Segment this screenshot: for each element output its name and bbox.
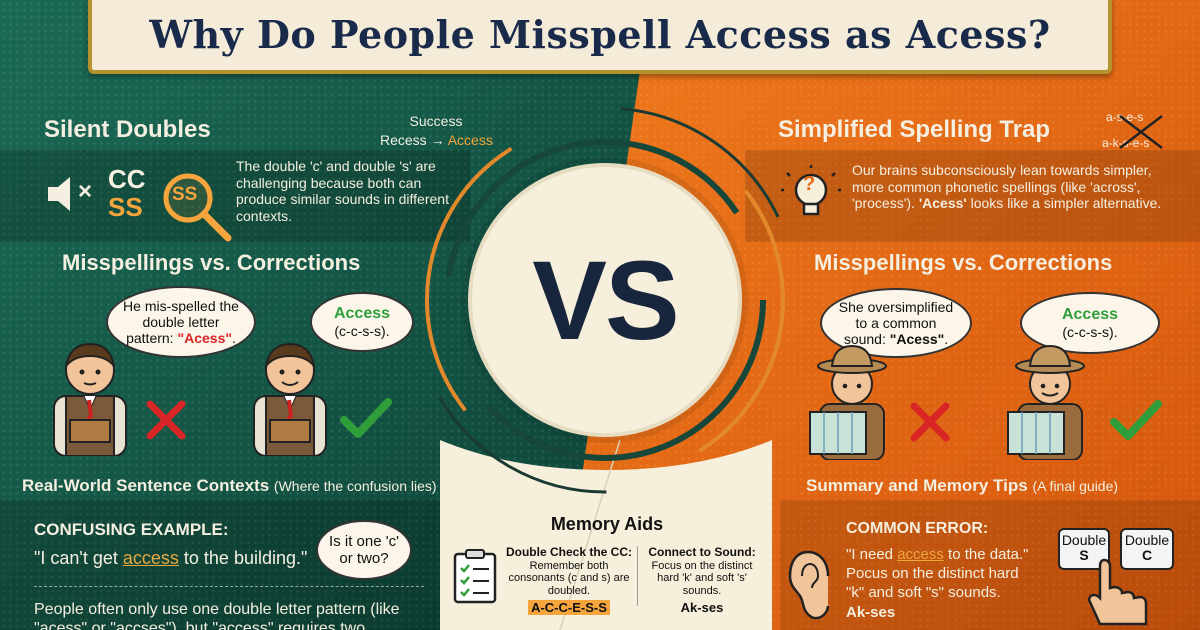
word-chain: Recess → Access [380,132,493,148]
summary-title-line: Summary and Memory Tips (A final guide) [806,476,1118,496]
example-highlight: access [122,548,179,568]
question-bubble: Is it one 'c' or two? [316,520,412,580]
summary-subtitle: (A final guide) [1032,478,1119,494]
ss-label: SS [108,192,143,222]
right-section-title: Misspellings vs. Corrections [814,250,1113,275]
trap-desc-part: looks like a simpler alternative. [966,195,1162,212]
vs-circle: VS [468,163,742,437]
spelling-trap-description: Our brains subconsciously lean towards s… [852,162,1182,212]
arrow-glyph: → [430,132,445,148]
tip1-heading: Double Check the CC: [505,545,632,559]
double-c-key: Double C [1120,528,1174,570]
left-wrong-bubble: He mis-spelled the double letter pattern… [106,286,256,358]
left-section-title: Misspellings vs. Corrections [62,250,361,275]
mute-speaker-icon [48,177,70,211]
cc-label: CC [108,164,146,194]
contexts-title-line: Real-World Sentence Contexts (Where the … [22,476,437,496]
right-right-word: Access [1061,305,1119,323]
left-divider [34,586,424,587]
title-banner: Why Do People Misspell Access as Acess? [88,0,1112,74]
right-right-bubble: Access(c-c-s-s). [1020,292,1160,354]
wrong-x-icon [146,400,186,440]
cross-out-icon [1119,115,1163,149]
key1-bottom: S [1079,547,1089,564]
word-access: Access [447,132,493,148]
contexts-subtitle: (Where the confusion lies) [273,478,437,494]
key2-top: Double [1124,532,1170,548]
explorer-figure [809,344,887,460]
silent-doubles-description: The double 'c' and double 's' are challe… [236,158,449,224]
summary-title: Summary and Memory Tips [806,476,1028,495]
common-error-text: "I need access to the data." Pocus on th… [846,546,1056,623]
right-wrong-text: She oversimplified to a common sound: [838,298,954,348]
bottom-line-2: "acess" or "accses"), but "access" requi… [34,620,366,630]
tip-double-check: Double Check the CC: Remember both conso… [502,545,636,617]
explorer-figure [1007,344,1085,460]
vs-label: VS [532,237,679,363]
example-part: to the building." [178,548,308,568]
bottom-line-1: People often only use one double letter … [34,601,400,618]
lightbulb-icon [781,165,841,216]
student-figure [253,342,327,456]
tip-connect-sound: Connect to Sound: Focus on the distinct … [640,545,764,615]
memory-aids-title: Memory Aids [550,514,664,534]
left-wrong-word: "Acess" [177,330,232,347]
error-line-2: Pocus on the distinct hard [846,564,1019,582]
confusing-example-label: CONFUSING EXAMPLE: [34,520,229,539]
mute-x: × [78,178,93,205]
error-line-3: "k" and soft "s" sounds. [846,583,1001,601]
example-part: "I can't get [34,548,123,568]
tip1-spelling: A-C-C-E-S-S [528,599,610,615]
contexts-title: Real-World Sentence Contexts [22,476,270,495]
trap-desc-part: Our brains subconsciously lean towards s… [852,162,1152,212]
page-title: Why Do People Misspell Access as Acess? [149,11,1051,57]
right-right-spell: (c-c-s-s). [1062,324,1118,341]
double-s-key: Double S [1058,528,1110,570]
right-wrong-word: "Acess" [889,331,945,348]
tip2-heading: Connect to Sound: [648,545,756,559]
key2-bottom: C [1141,547,1153,564]
student-figure [53,342,127,456]
right-check-icon [340,398,392,438]
error-part: "I need [846,546,898,563]
trap-desc-highlight: 'Acess' [918,195,967,212]
tip2-body: Focus on the distinct hard 'k' and soft … [651,559,753,598]
pointing-hand-icon [1087,558,1148,626]
ear-icon [788,550,830,620]
common-error-label: COMMON ERROR: [846,520,989,537]
tip2-spelling: Ak-ses [680,599,724,615]
tip1-body: Remember both consonants (c and s) are d… [508,559,630,598]
left-bottom-text: People often only use one double letter … [34,600,434,630]
error-part: to the data." [943,546,1029,563]
error-bottom: Ak-ses [846,604,896,622]
spelling-trap-heading: Simplified Spelling Trap [778,116,1051,143]
phonetic-1: a-s-e-s [1106,110,1144,124]
left-right-spell: (c-c-s-s). [334,323,390,340]
magnifier-icon [163,173,232,242]
left-right-word: Access [333,304,391,322]
left-right-bubble: Access(c-c-s-s). [310,292,414,352]
key1-top: Double [1061,532,1107,548]
right-check-icon [1110,400,1162,440]
left-wrong-dot: . [232,330,236,347]
word-recess: Recess [380,132,427,148]
silent-doubles-heading: Silent Doubles [44,116,211,143]
left-wrong-text: He mis-spelled the double letter pattern… [123,297,239,347]
word-success: Success [409,113,463,129]
wrong-x-icon [910,402,950,442]
bulb-question: ? [803,173,816,195]
right-wrong-dot: . [944,331,949,348]
confusing-example-sentence: "I can't get access to the building." [34,548,307,569]
ss-badge: SS [172,184,198,205]
error-highlight: access [897,546,944,563]
checklist-icon [453,549,497,604]
tips-divider [637,546,638,606]
